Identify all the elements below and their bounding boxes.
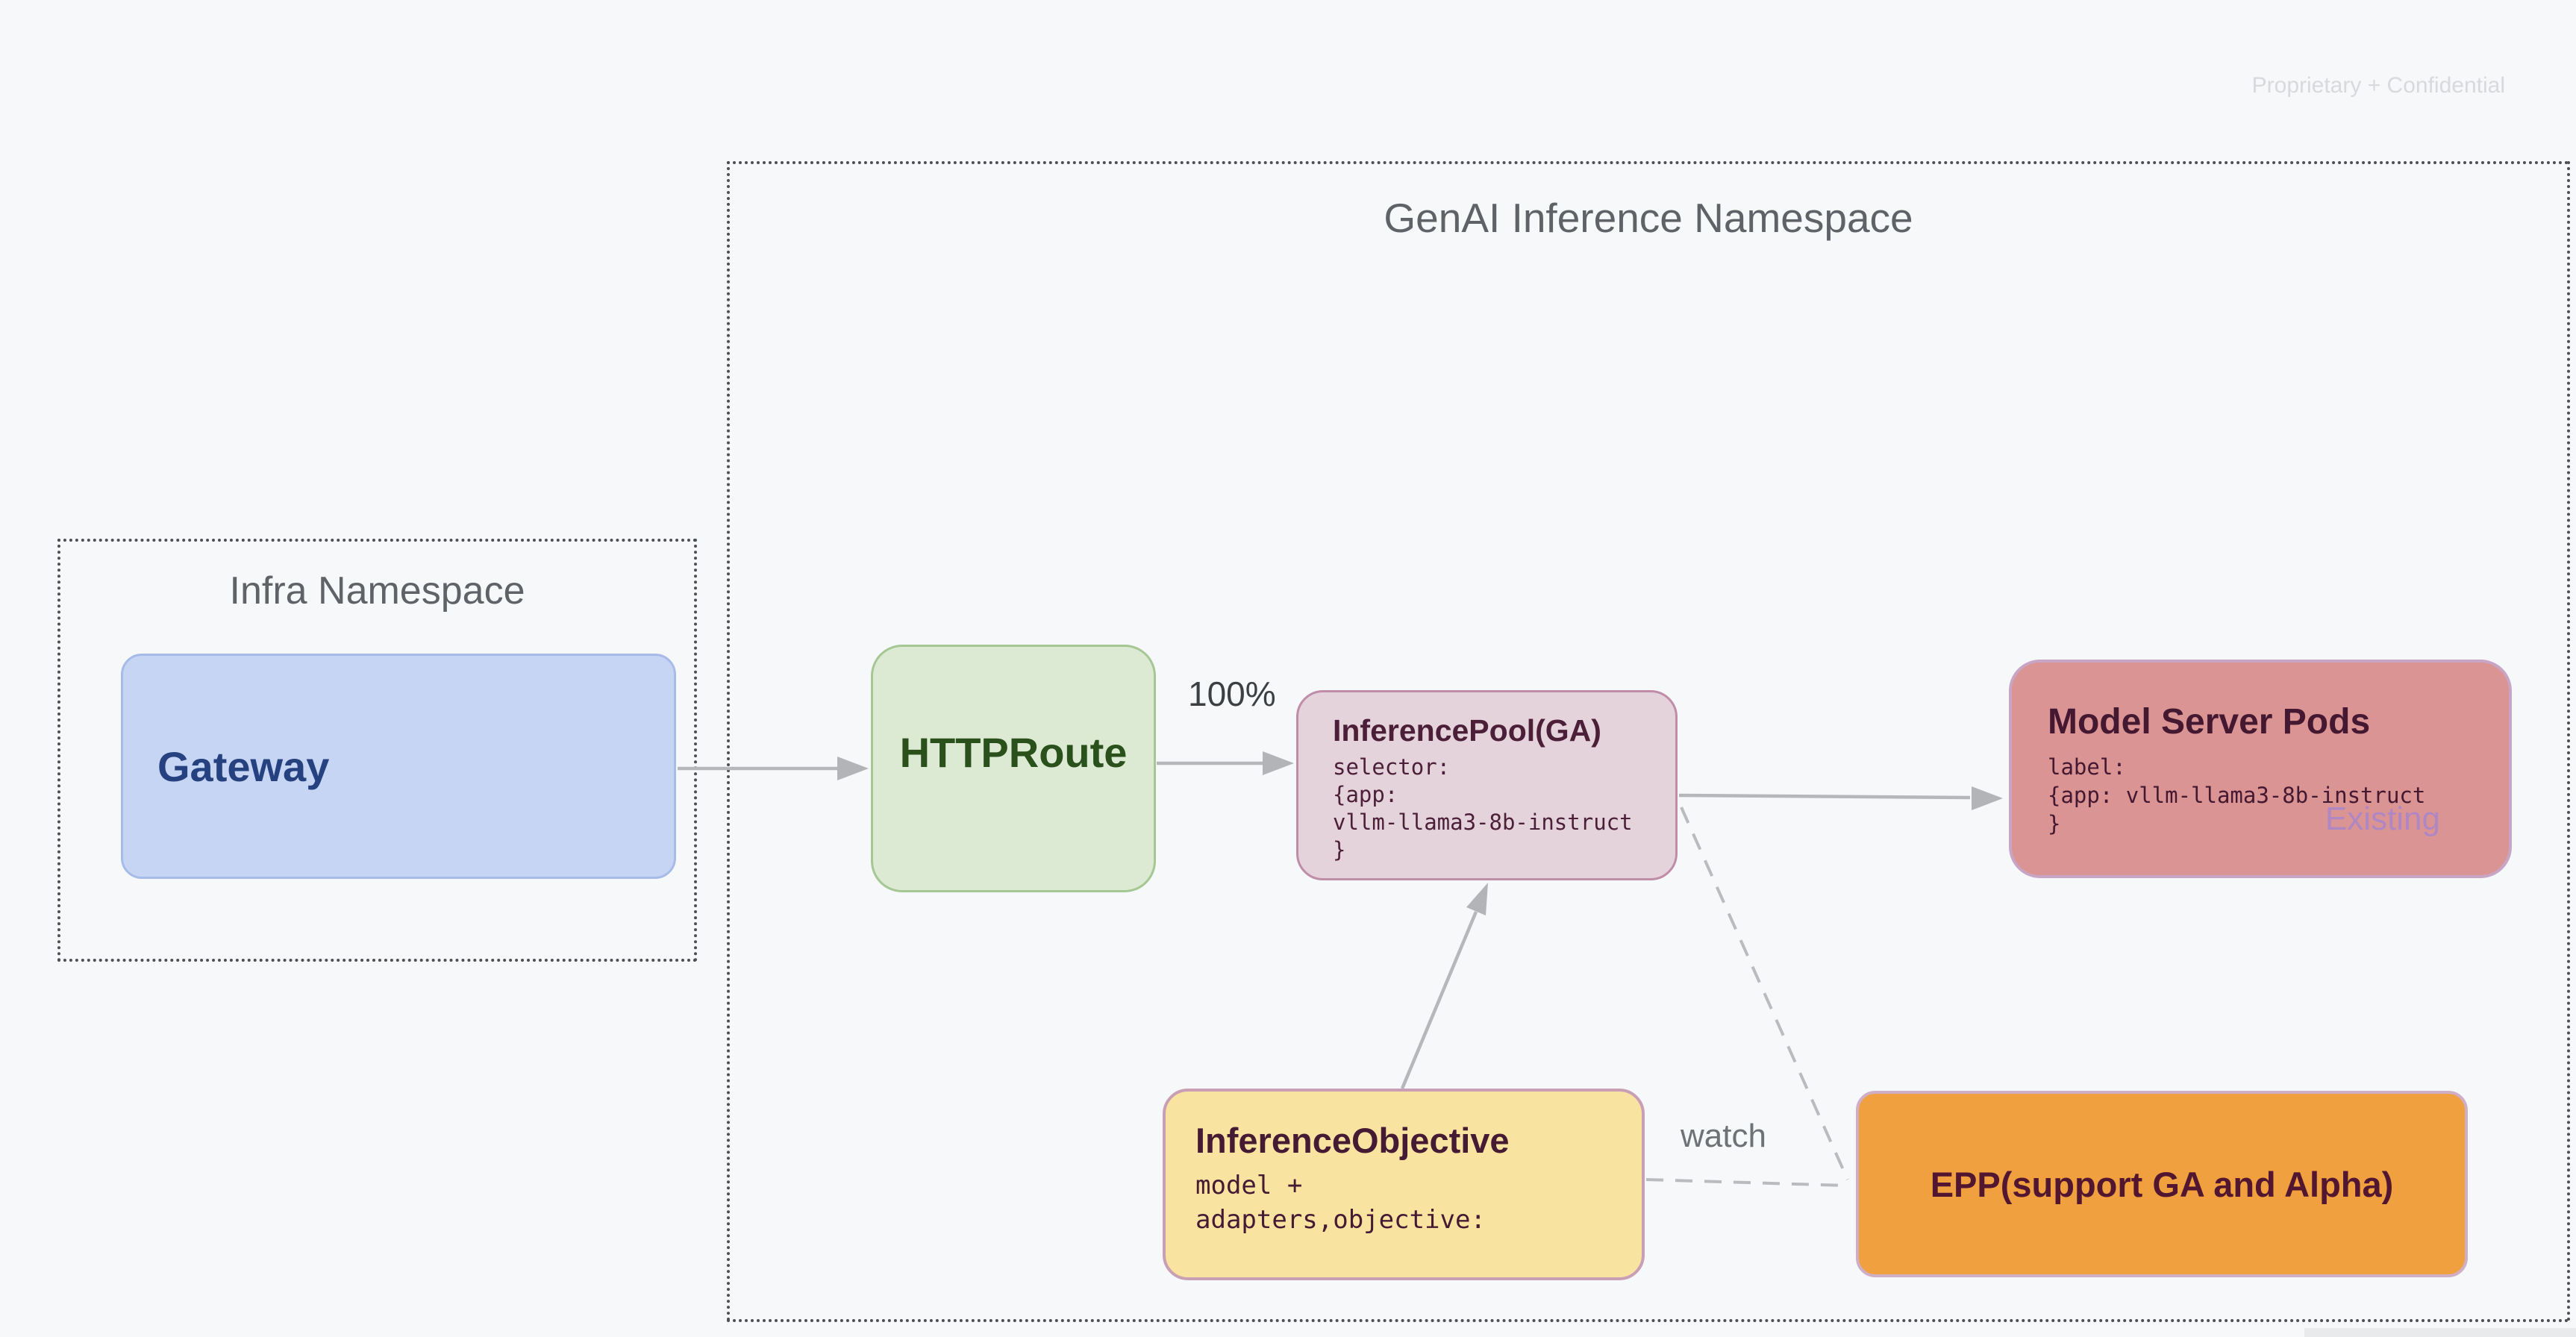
watch-label: watch: [1681, 1118, 1766, 1154]
gateway-label: Gateway: [157, 742, 330, 790]
traffic-weight-label: 100%: [1188, 674, 1276, 713]
httproute-node: HTTPRoute: [871, 645, 1156, 892]
genai-namespace-label: GenAI Inference Namespace: [1384, 195, 1913, 241]
infra-namespace-label: Infra Namespace: [229, 569, 525, 613]
inference-pool-selector-code: selector: {app: vllm-llama3-8b-instruct …: [1333, 754, 1633, 862]
model-server-pods-node: Model Server Pods label: {app: vllm-llam…: [2009, 660, 2512, 878]
confidential-watermark: Proprietary + Confidential: [2251, 73, 2505, 98]
epp-label: EPP(support GA and Alpha): [1930, 1164, 2394, 1204]
inference-pool-title: InferencePool(GA): [1333, 713, 1601, 748]
genai-namespace-container: GenAI Inference Namespace: [727, 161, 2570, 1322]
model-server-pods-title: Model Server Pods: [2048, 702, 2371, 742]
model-server-pods-label-code: label: {app: vllm-llama3-8b-instruct }: [2048, 754, 2426, 836]
gateway-node: Gateway: [121, 654, 676, 879]
httproute-label: HTTPRoute: [899, 728, 1128, 776]
inference-objective-title: InferenceObjective: [1195, 1121, 1510, 1160]
existing-tag: Existing: [2325, 801, 2440, 837]
infra-namespace-container: Infra Namespace: [57, 539, 697, 962]
inference-pool-node: InferencePool(GA) selector: {app: vllm-l…: [1296, 690, 1678, 880]
epp-node: EPP(support GA and Alpha): [1856, 1091, 2468, 1277]
inference-objective-node: InferenceObjective model + adapters,obje…: [1163, 1089, 1645, 1280]
inference-objective-code: model + adapters,objective:: [1195, 1171, 1486, 1235]
horizontal-scrollbar[interactable]: [2304, 1328, 2576, 1337]
